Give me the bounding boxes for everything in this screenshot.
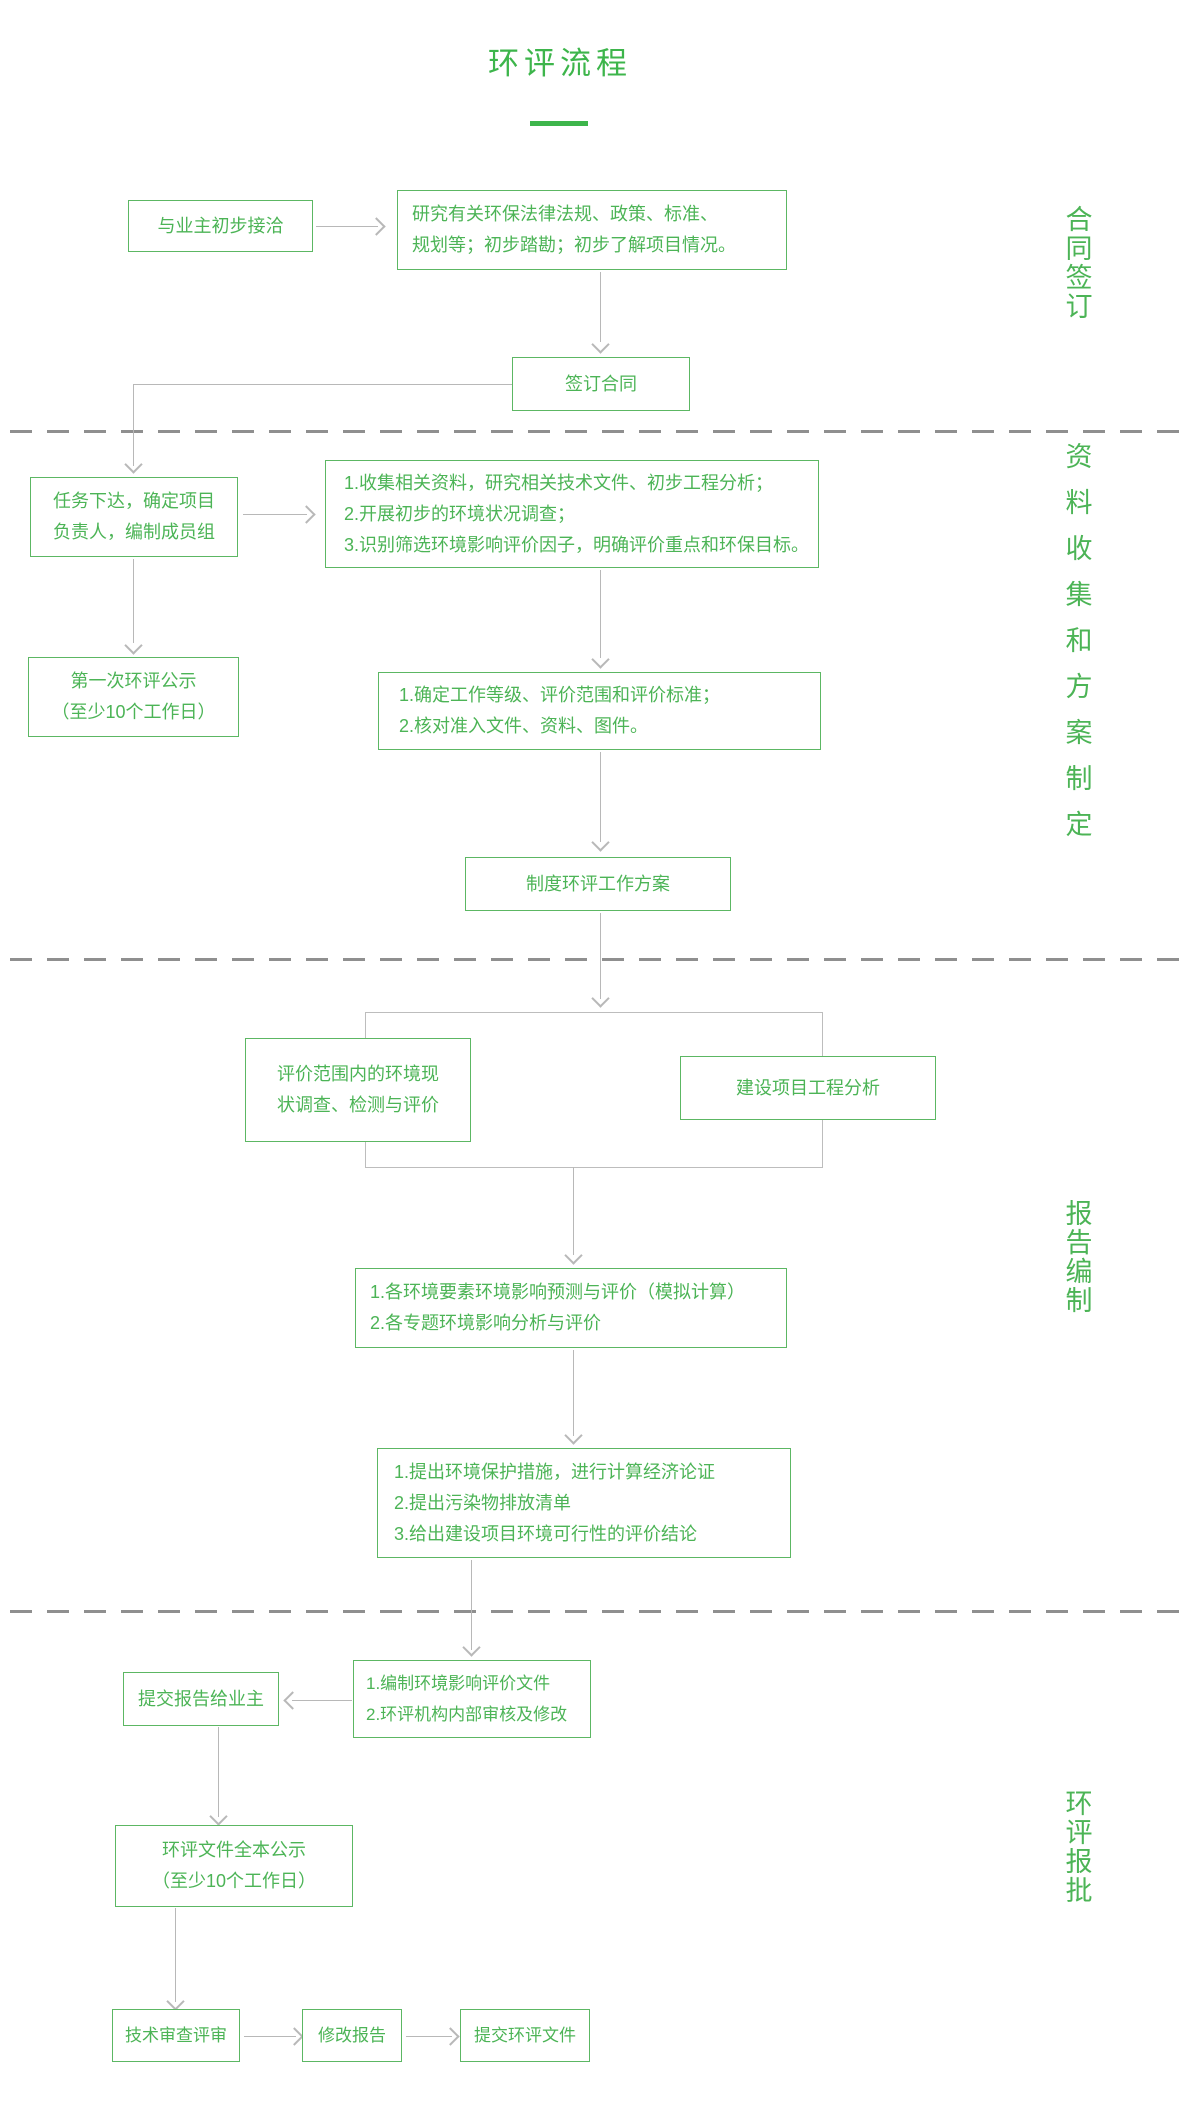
connector-line (292, 1700, 352, 1701)
flow-node-tech-review: 技术审查评审 (112, 2009, 240, 2062)
arrow-left-icon (283, 1691, 302, 1710)
flow-node-compile-report: 1.编制环境影响评价文件 2.环评机构内部审核及修改 (353, 1660, 591, 1738)
connector-line (600, 913, 601, 999)
connector-line (218, 1727, 219, 1817)
flow-node-env-survey: 评价范围内的环境现 状调查、检测与评价 (245, 1038, 471, 1142)
flow-node-revise-report: 修改报告 (302, 2009, 402, 2062)
connector-line (600, 272, 601, 342)
flow-node-sign-contract: 签订合同 (512, 357, 690, 411)
connector-line (133, 384, 134, 466)
connector-line (573, 1167, 574, 1255)
connector-line (175, 1908, 176, 2002)
page-title: 环评流程 (488, 46, 632, 81)
title-underline-decoration (530, 121, 588, 126)
connector-line (600, 570, 601, 658)
section-divider (10, 430, 1190, 433)
section-label-eia-approval: 环评报批 (1065, 1789, 1093, 1906)
section-label-data-collection: 资料收集和方案制定 (1065, 442, 1093, 840)
connector-line (573, 1350, 574, 1436)
arrow-down-icon (166, 1992, 185, 2011)
arrow-right-icon (367, 217, 386, 236)
arrow-down-icon (209, 1807, 228, 1826)
connector-line (471, 1560, 472, 1650)
flow-node-full-publicity: 环评文件全本公示 （至少10个工作日） (115, 1825, 353, 1907)
connector-line (600, 752, 601, 842)
flow-node-submit-to-owner: 提交报告给业主 (123, 1672, 279, 1726)
flow-node-project-analysis: 建设项目工程分析 (680, 1056, 936, 1120)
connector-line (316, 226, 378, 227)
flow-node-submit-eia: 提交环评文件 (460, 2009, 590, 2062)
flow-node-first-publicity: 第一次环评公示 （至少10个工作日） (28, 657, 239, 737)
arrow-down-icon (124, 636, 143, 655)
connector-line (133, 384, 512, 385)
connector-line (133, 559, 134, 643)
arrow-right-icon (285, 2027, 304, 2046)
arrow-right-icon (297, 505, 316, 524)
flow-node-task-assign: 任务下达，确定项目 负责人，编制成员组 (30, 477, 238, 557)
flow-node-initial-contact: 与业主初步接洽 (128, 200, 313, 252)
arrow-down-icon (462, 1638, 481, 1657)
connector-line (406, 2036, 452, 2037)
arrow-down-icon (591, 833, 610, 852)
connector-line (244, 2036, 296, 2037)
arrow-down-icon (591, 650, 610, 669)
arrow-down-icon (564, 1426, 583, 1445)
flow-node-determine-level: 1.确定工作等级、评价范围和评价标准； 2.核对准入文件、资料、图件。 (378, 672, 821, 750)
flow-node-work-plan: 制度环评工作方案 (465, 857, 731, 911)
arrow-down-icon (591, 335, 610, 354)
flow-node-research: 研究有关环保法律法规、政策、标准、 规划等；初步踏勘；初步了解项目情况。 (397, 190, 787, 270)
arrow-down-icon (124, 455, 143, 474)
flow-node-protection-measures: 1.提出环境保护措施，进行计算经济论证 2.提出污染物排放清单 3.给出建设项目… (377, 1448, 791, 1558)
section-label-report-compilation: 报告编制 (1065, 1199, 1093, 1316)
section-label-contract-signing: 合同签订 (1065, 205, 1093, 322)
flow-node-collect-data: 1.收集相关资料，研究相关技术文件、初步工程分析； 2.开展初步的环境状况调查；… (325, 460, 819, 568)
section-divider (10, 1610, 1190, 1613)
arrow-right-icon (441, 2027, 460, 2046)
flow-node-impact-prediction: 1.各环境要素环境影响预测与评价（模拟计算） 2.各专题环境影响分析与评价 (355, 1268, 787, 1348)
connector-line (243, 514, 307, 515)
arrow-down-icon (591, 989, 610, 1008)
arrow-down-icon (564, 1246, 583, 1265)
